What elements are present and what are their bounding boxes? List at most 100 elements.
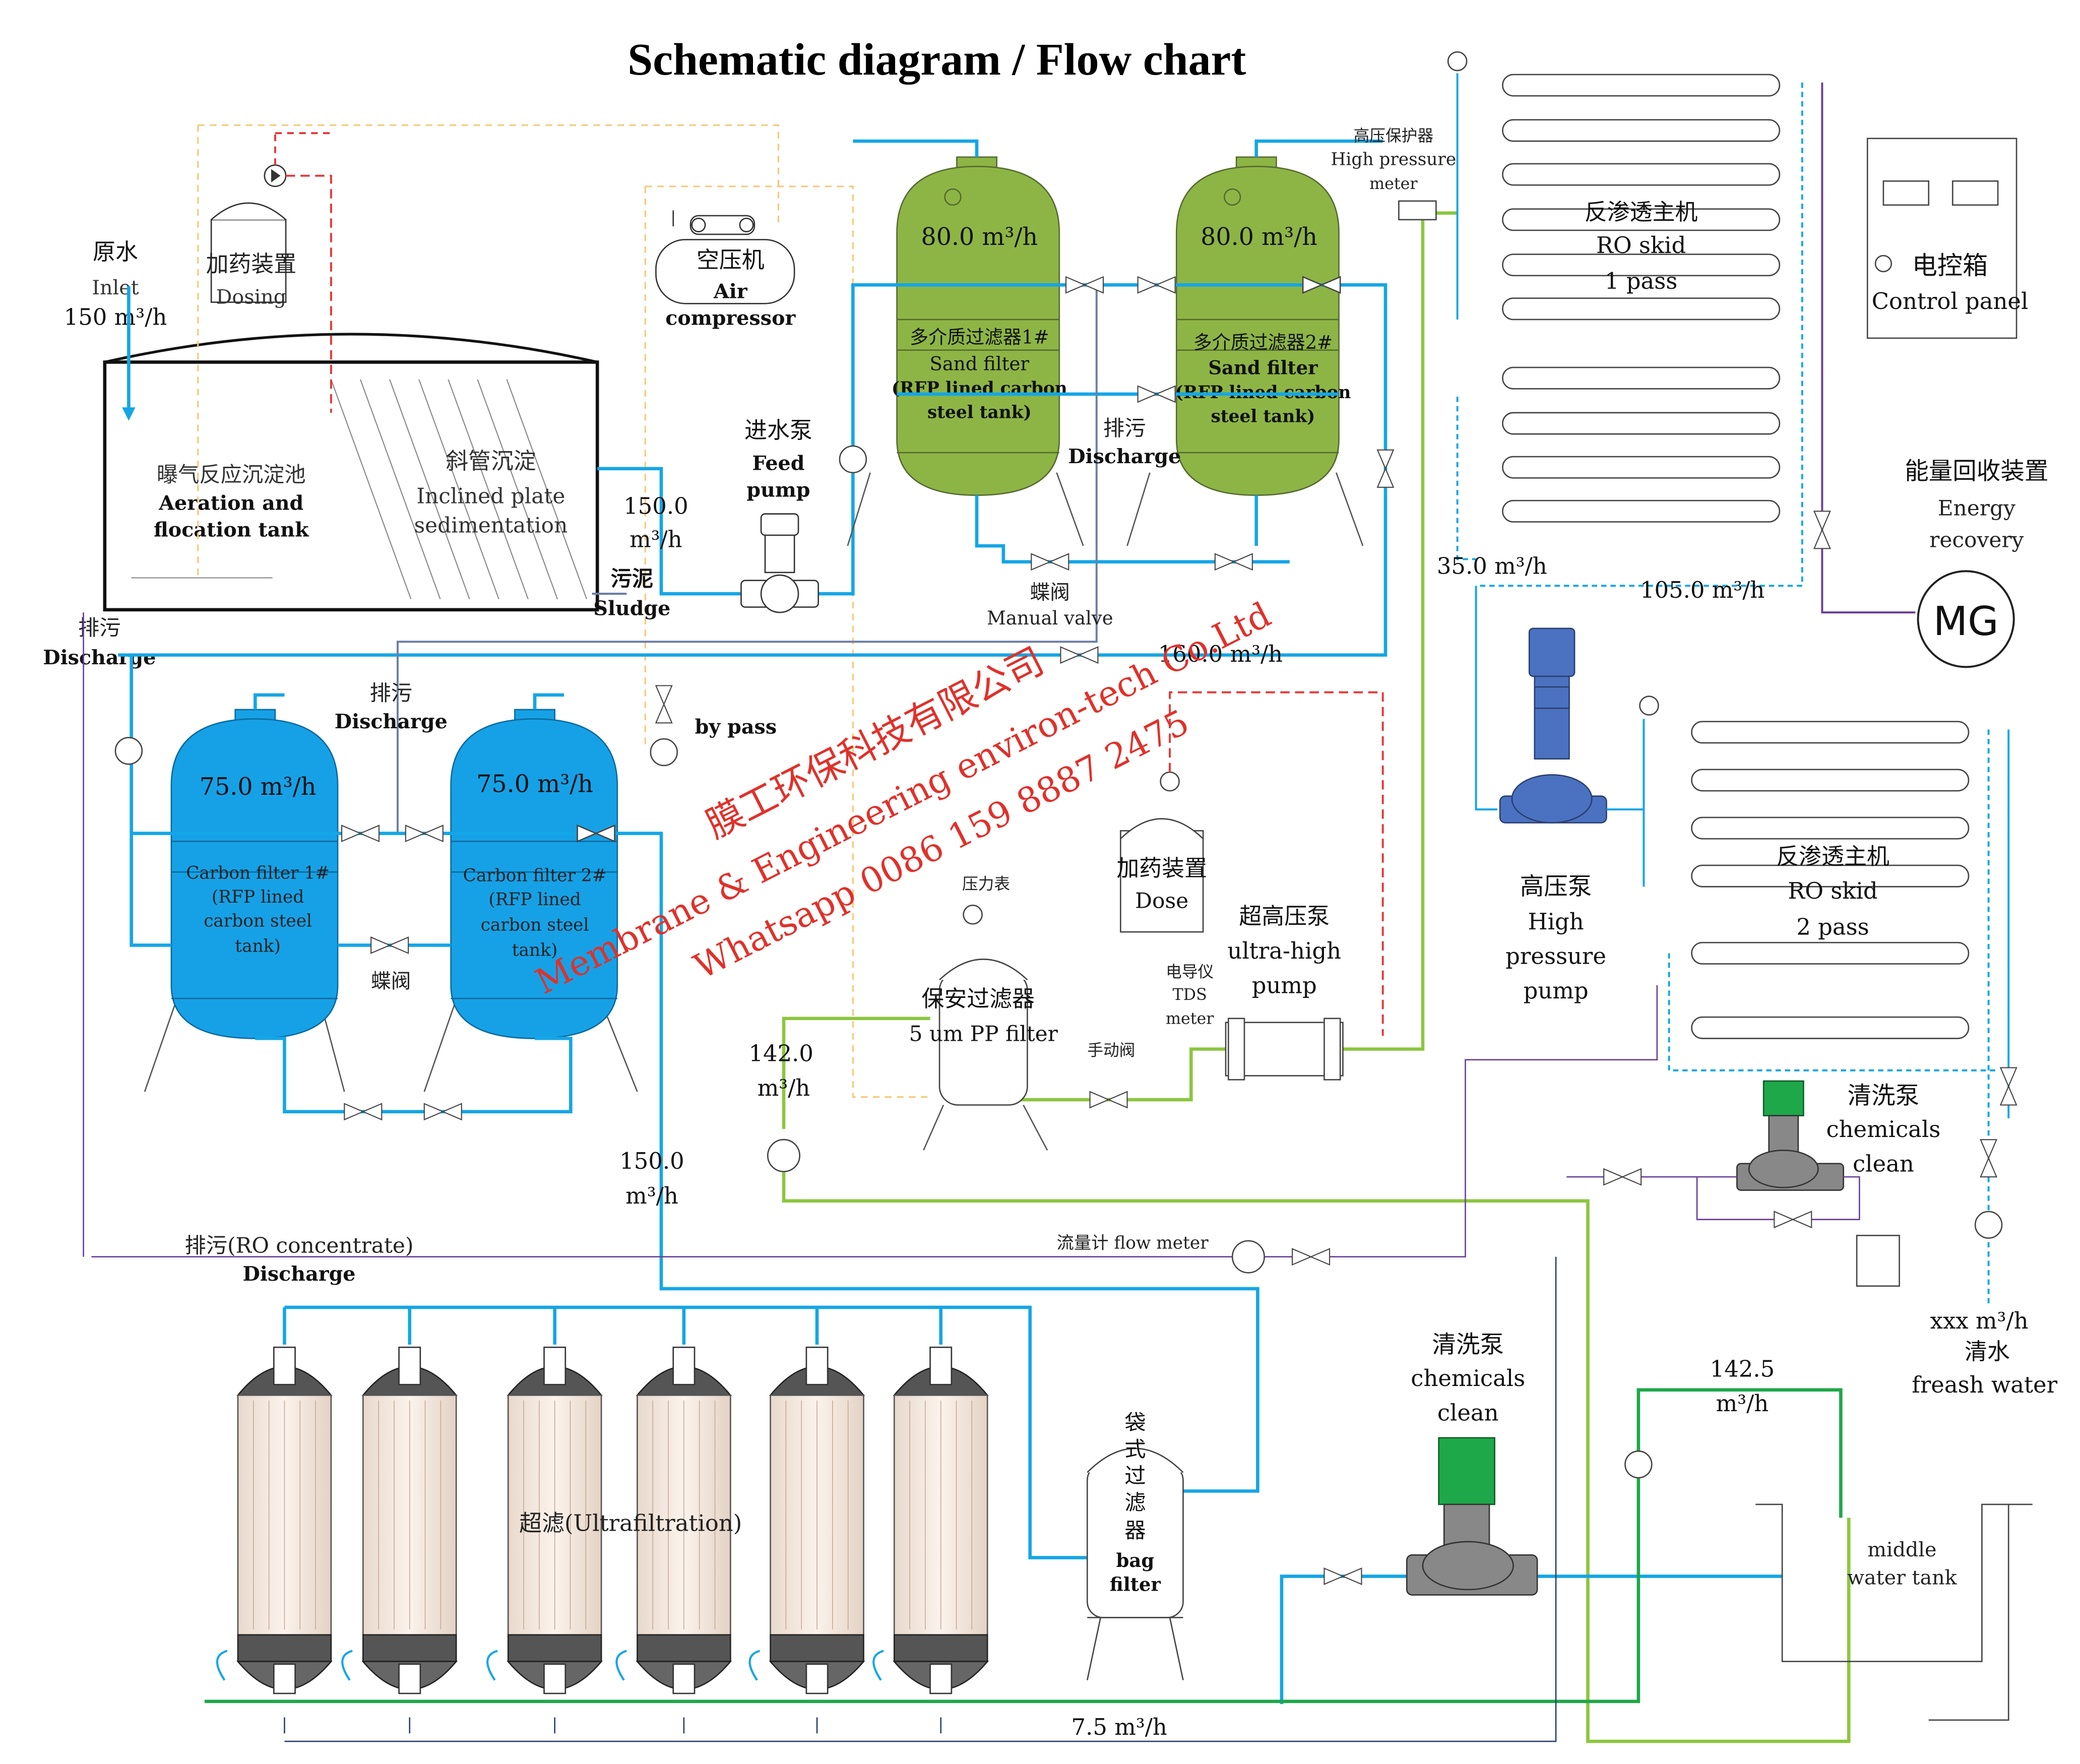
ro-concentrate-cn: 排污(RO concentrate): [185, 1233, 414, 1258]
valves-sand: [1031, 276, 1395, 664]
carbon1-en4: tank): [235, 936, 281, 957]
sedimentation-en1: Inclined plate: [416, 483, 565, 508]
green-pipes: [782, 211, 1851, 1743]
clean-pump-right: 清洗泵 chemicals clean: [1566, 1080, 1940, 1287]
sand2-en1: Sand filter: [1208, 356, 1318, 379]
ro-concentrate-en: Discharge: [242, 1263, 355, 1286]
mg-circle: [1917, 570, 2015, 668]
compressor-en2: compressor: [665, 307, 796, 330]
sedimentation-cn: 斜管沉淀: [446, 448, 536, 474]
energy-recovery-en2: recovery: [1929, 528, 2024, 552]
uf-module: [486, 1346, 603, 1694]
energy-recovery-en1: Energy: [1938, 495, 2015, 520]
flow-160: 160.0 m³/h: [1158, 641, 1283, 667]
sand1-en1: Sand filter: [930, 353, 1030, 374]
butterfly-valve-label: 蝶阀: [371, 970, 411, 993]
security-filter-cn: 保安过滤器: [921, 985, 1034, 1012]
sand2-en3: steel tank): [1211, 406, 1315, 426]
sand-filter-1: 80.0 m³/h 多介质过滤器1# Sand filter (RFP line…: [847, 156, 1084, 546]
bag-en2: filter: [1110, 1573, 1161, 1596]
hp-protector-en2: meter: [1369, 175, 1418, 193]
dosing1-cn: 加药装置: [206, 250, 297, 277]
carbon1-en1: Carbon filter 1#: [186, 863, 330, 883]
inlet-flow: 150 m³/h: [64, 304, 167, 331]
dose2-cn: 加药装置: [1116, 855, 1207, 881]
manual-valve-en: Manual valve: [987, 607, 1113, 629]
carbon-filter-1: 75.0 m³/h Carbon filter 1# (RFP lined ca…: [144, 709, 345, 1092]
flow-142-value: 142.0: [748, 1040, 813, 1066]
sedimentation-en2: sedimentation: [414, 513, 568, 538]
control-panel-en: Control panel: [1872, 288, 2029, 314]
bypass-label: by pass: [695, 715, 777, 738]
discharge-carbon-en: Discharge: [335, 710, 448, 733]
feed-pump-en2: pump: [746, 478, 810, 501]
sludge-en: Sludge: [593, 597, 670, 620]
security-filter: 保安过滤器 5 um PP filter: [909, 904, 1058, 1151]
dosing-device-2: 加药装置 Dose: [1116, 691, 1384, 1036]
uf-module: [748, 1346, 865, 1694]
carbon2-en2: (RFP lined: [488, 890, 581, 910]
tds-en1: TDS: [1173, 986, 1207, 1004]
clean-right-en2: clean: [1853, 1151, 1914, 1177]
hp-protector-cn: 高压保护器: [1354, 127, 1433, 145]
flow-142-5-value: 142.5: [1710, 1355, 1775, 1382]
control-panel-cn: 电控箱: [1912, 250, 1988, 280]
ultra-high-pump: 超高压泵 ultra-high pump: [1225, 903, 1344, 1081]
feed-pump: 进水泵 Feed pump: [740, 417, 820, 613]
carbon2-en4: tank): [512, 940, 558, 961]
flow-142-5-unit: m³/h: [1716, 1390, 1769, 1417]
clean-right-en1: chemicals: [1826, 1116, 1940, 1143]
carbon1-en3: carbon steel: [204, 911, 312, 931]
concentrate-line: [83, 612, 1466, 1257]
ro2-cn: 反渗透主机: [1776, 843, 1889, 869]
sand1-cn: 多介质过滤器1#: [910, 327, 1049, 348]
flow-after-tank-value: 150.0: [623, 493, 688, 520]
sand1-en3: steel tank): [927, 402, 1032, 422]
discharge-left-cn: 排污: [78, 615, 121, 640]
middle-tank-en2: water tank: [1847, 1566, 1957, 1589]
fresh-water-cn: 清水: [1965, 1338, 2010, 1365]
flow-150b-unit: m³/h: [625, 1182, 678, 1209]
hp-pump-en1: High: [1528, 908, 1584, 935]
bag-c3: 过: [1124, 1464, 1146, 1488]
flow-105: 105.0 m³/h: [1640, 577, 1764, 603]
compressor-cn: 空压机: [697, 246, 765, 273]
high-pressure-pump: 高压泵 High pressure pump: [1499, 627, 1607, 1004]
mg-label: MG: [1933, 598, 1999, 645]
discharge-mid-en: Discharge: [1068, 445, 1181, 468]
ro2-en2: 2 pass: [1796, 913, 1869, 940]
bag-c2: 式: [1124, 1437, 1146, 1462]
valves-carbon: [341, 685, 673, 1121]
dose2-en: Dose: [1135, 889, 1188, 913]
flow-142-unit: m³/h: [758, 1075, 810, 1101]
carbon2-en3: carbon steel: [481, 915, 589, 935]
manual-valve2-label: 手动阀: [1087, 1042, 1135, 1060]
sand1-flow: 80.0 m³/h: [921, 223, 1038, 251]
ro2-en1: RO skid: [1788, 877, 1877, 904]
uf-modules: [216, 1346, 989, 1694]
discharge-carbon-cn: 排污: [370, 680, 413, 705]
flow-7-5: 7.5 m³/h: [1071, 1714, 1167, 1740]
sand-filter-2: 80.0 m³/h 多介质过滤器2# Sand filter (RFP line…: [1126, 156, 1364, 546]
ultra-pump-cn: 超高压泵: [1239, 903, 1330, 929]
middle-tank-en1: middle: [1867, 1538, 1936, 1561]
pressure-gauge-label: 压力表: [962, 875, 1010, 894]
sand2-cn: 多介质过滤器2#: [1193, 332, 1333, 353]
feed-pump-en1: Feed: [752, 452, 804, 475]
bag-en1: bag: [1116, 1549, 1155, 1571]
carbon1-en2: (RFP lined: [212, 887, 304, 907]
security-filter-en: 5 um PP filter: [909, 1022, 1058, 1046]
ro-skid-2: 反渗透主机 RO skid 2 pass: [1465, 719, 2010, 1305]
ro1-cn: 反渗透主机: [1585, 199, 1697, 225]
flow-meter-label: 流量计 flow meter: [1057, 1233, 1209, 1253]
fresh-water-flow: xxx m³/h: [1930, 1307, 2029, 1334]
clean-right-cn: 清洗泵: [1848, 1082, 1920, 1110]
ultra-pump-en2: pump: [1252, 972, 1317, 999]
hp-pump-en3: pump: [1524, 977, 1589, 1004]
discharge-mid-cn: 排污: [1103, 416, 1146, 440]
bag-filter: 袋 式 过 滤 器 bag filter: [1086, 1410, 1184, 1680]
hp-protector-en1: High pressure: [1331, 150, 1456, 170]
bag-c4: 滤: [1124, 1490, 1146, 1515]
tds-cn: 电导仪: [1166, 963, 1214, 981]
